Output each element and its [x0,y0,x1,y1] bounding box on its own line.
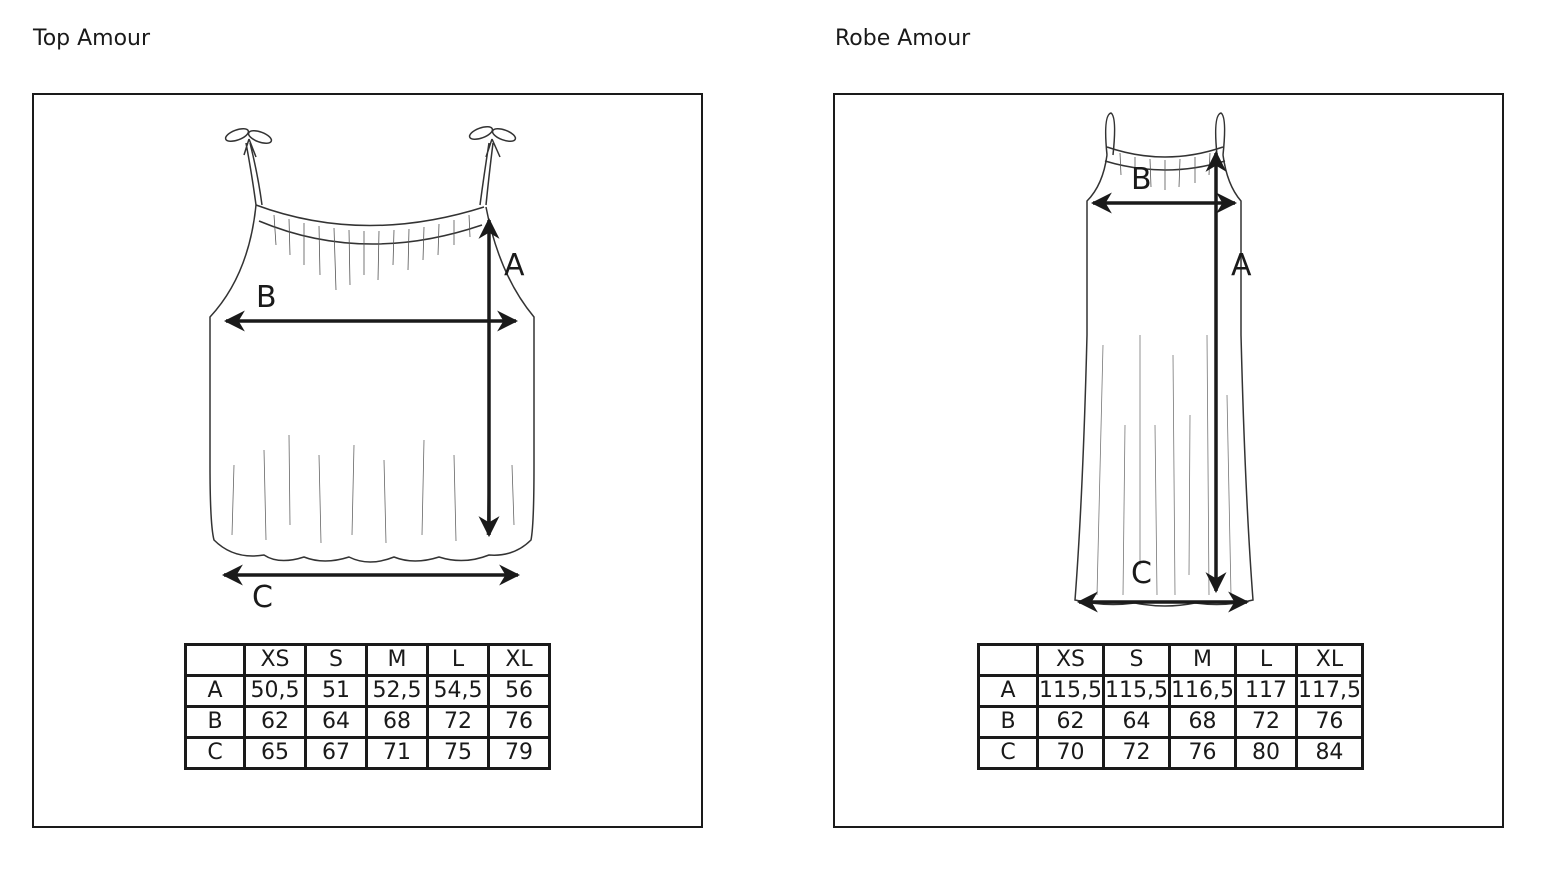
robe-amour-panel: B A C XS S M L XL A 115,5 115,5 116,5 11… [833,93,1504,828]
table-cell [977,643,1039,677]
table-header-xl: XL [1294,643,1364,677]
table-cell: 54,5 [426,674,490,708]
table-header-l: L [426,643,490,677]
size-table-robe: XS S M L XL A 115,5 115,5 116,5 117 117,… [977,643,1364,770]
label-c: C [1131,556,1152,591]
table-row-label: B [184,705,246,739]
table-row: A 115,5 115,5 116,5 117 117,5 [977,674,1364,708]
label-a: A [504,248,525,283]
table-cell: 62 [1036,705,1105,739]
table-row-label: C [977,736,1039,770]
table-cell: 51 [304,674,368,708]
dress-gathers [1119,152,1211,190]
table-row: C 65 67 71 75 79 [184,736,551,770]
strap-bow-right [468,126,517,206]
table-cell [184,643,246,677]
top-amour-sketch: B A C [209,126,535,615]
table-row-label: A [184,674,246,708]
table-cell: 115,5 [1036,674,1105,708]
neckline [255,204,485,245]
table-header-xs: XS [243,643,307,677]
table-cell: 72 [426,705,490,739]
table-cell: 56 [487,674,551,708]
measurement-arrows [1076,150,1250,613]
table-cell: 70 [1036,736,1105,770]
table-cell: 117 [1233,674,1298,708]
gathers [273,214,471,291]
table-cell: 52,5 [365,674,429,708]
top-body-outline [209,204,535,563]
label-b: B [256,280,277,315]
table-cell: 71 [365,736,429,770]
table-header-s: S [304,643,368,677]
table-cell: 67 [304,736,368,770]
hem-folds [231,434,515,544]
table-row-label: A [977,674,1039,708]
robe-amour-title: Robe Amour [835,26,971,51]
top-amour-title: Top Amour [33,26,151,51]
size-table-top: XS S M L XL A 50,5 51 52,5 54,5 56 B 62 … [184,643,551,770]
dress-folds [1096,334,1232,596]
dress-straps [1104,112,1226,156]
label-a: A [1231,248,1252,283]
table-cell: 68 [365,705,429,739]
table-cell: 76 [487,705,551,739]
table-header-l: L [1233,643,1298,677]
table-header-m: M [1167,643,1237,677]
table-header-m: M [365,643,429,677]
table-row: C 70 72 76 80 84 [977,736,1364,770]
table-cell: 84 [1294,736,1364,770]
table-row: A 50,5 51 52,5 54,5 56 [184,674,551,708]
table-row: B 62 64 68 72 76 [977,705,1364,739]
table-row-label: C [184,736,246,770]
strap-bow-left [224,128,273,206]
table-cell: 80 [1233,736,1298,770]
table-cell: 65 [243,736,307,770]
measurement-arrows [221,217,521,586]
robe-amour-sketch: B A C [1074,112,1254,613]
dress-outline [1074,154,1254,607]
table-header-s: S [1101,643,1171,677]
table-row-label: B [977,705,1039,739]
table-header-xl: XL [487,643,551,677]
table-cell: 72 [1101,736,1171,770]
table-cell: 62 [243,705,307,739]
table-cell: 116,5 [1167,674,1237,708]
table-header-row: XS S M L XL [977,643,1364,677]
label-b: B [1131,162,1152,197]
table-cell: 76 [1294,705,1364,739]
top-amour-panel: B A C XS S M L XL A 50,5 51 52,5 54,5 56… [32,93,703,828]
table-header-xs: XS [1036,643,1105,677]
table-cell: 68 [1167,705,1237,739]
table-cell: 75 [426,736,490,770]
table-cell: 72 [1233,705,1298,739]
table-cell: 64 [304,705,368,739]
label-c: C [252,580,273,615]
table-row: B 62 64 68 72 76 [184,705,551,739]
table-cell: 76 [1167,736,1237,770]
table-cell: 115,5 [1101,674,1171,708]
table-cell: 50,5 [243,674,307,708]
table-cell: 79 [487,736,551,770]
table-cell: 117,5 [1294,674,1364,708]
table-header-row: XS S M L XL [184,643,551,677]
table-cell: 64 [1101,705,1171,739]
